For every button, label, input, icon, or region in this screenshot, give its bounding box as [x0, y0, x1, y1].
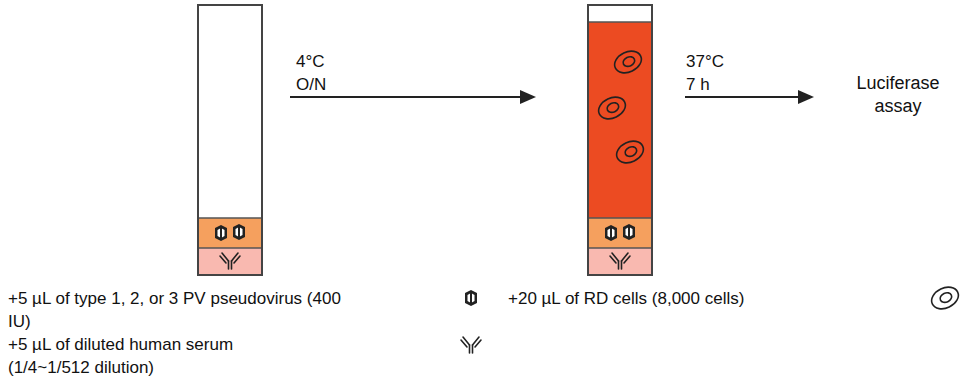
legend-text: +20 µL of RD cells (8,000 cells) [508, 287, 918, 310]
virus-symbol [465, 290, 477, 306]
cell-symbol [928, 283, 962, 313]
condition-label: 37°C 7 h [686, 50, 738, 96]
antibody-symbol [461, 337, 481, 353]
legend-text: +5 µL of diluted human serum (1/4~1/512 … [8, 333, 308, 379]
tube-2 [588, 5, 652, 275]
condition-label: 4°C O/N [296, 50, 348, 96]
tube-1 [198, 5, 262, 275]
process-arrow [290, 90, 536, 104]
step-label: Luciferase assay [846, 72, 950, 118]
legend-text: +5 µL of type 1, 2, or 3 PV pseudovirus … [8, 287, 368, 333]
